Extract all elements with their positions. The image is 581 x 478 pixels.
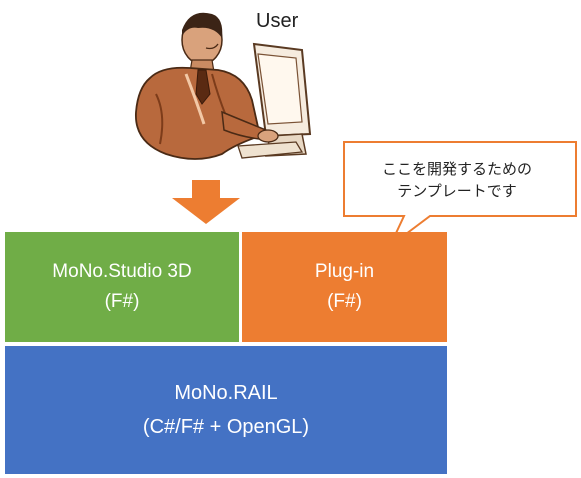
block-mono-rail: MoNo.RAIL (C#/F# + OpenGL)	[5, 346, 447, 474]
callout-bubble	[343, 141, 577, 247]
callout-line-1: ここを開発するための	[381, 160, 532, 178]
block-plugin-subtitle: (F#)	[327, 291, 362, 312]
block-plugin-title: Plug-in	[314, 261, 375, 282]
user-at-computer-icon	[135, 12, 312, 160]
callout-line-2: テンプレートです	[397, 182, 517, 200]
block-mono-studio-title: MoNo.Studio 3D	[52, 261, 192, 282]
block-mono-studio: MoNo.Studio 3D (F#)	[5, 232, 239, 342]
block-plugin: Plug-in (F#)	[242, 232, 447, 342]
down-arrow-icon	[172, 180, 240, 224]
user-label: User	[256, 10, 299, 32]
block-mono-studio-subtitle: (F#)	[104, 291, 140, 312]
callout-text: ここを開発するための テンプレートです	[346, 158, 568, 202]
block-mono-rail-title: MoNo.RAIL	[174, 382, 278, 404]
block-mono-rail-subtitle: (C#/F# + OpenGL)	[142, 416, 310, 438]
